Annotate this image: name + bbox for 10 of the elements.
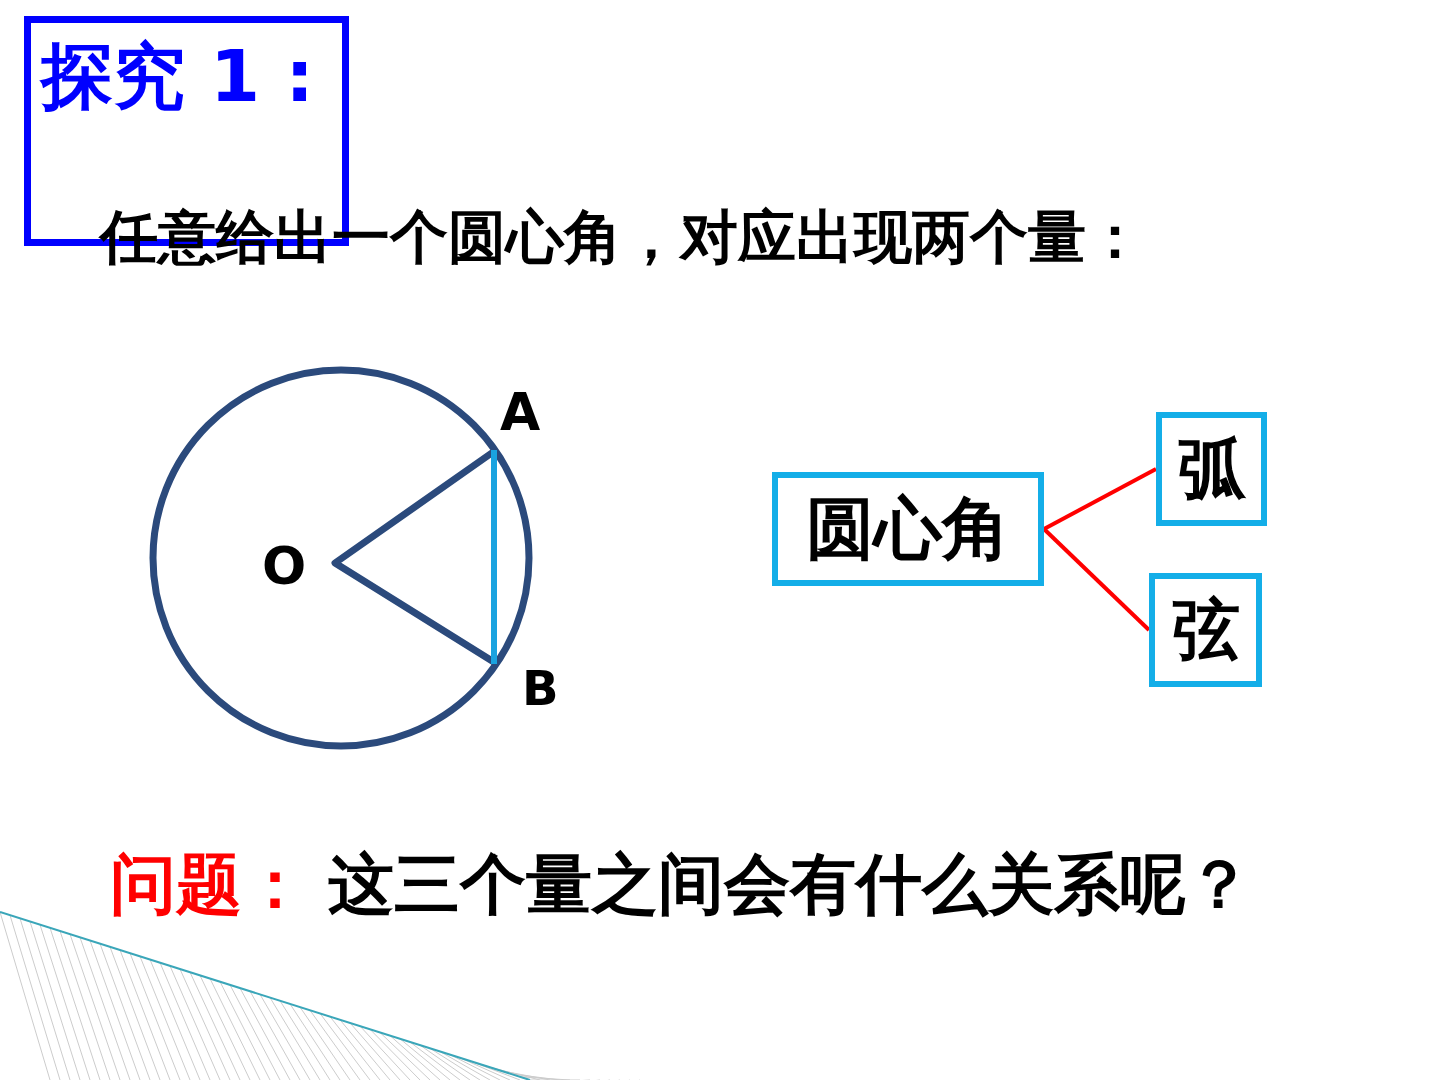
point-label: O	[262, 540, 307, 592]
question-text: 这三个量之间会有什么关系呢？	[328, 852, 1252, 918]
connector-line	[1043, 467, 1157, 531]
connector-line	[1042, 527, 1151, 632]
question-prefix: 问题：	[110, 852, 308, 918]
point-label: A	[500, 386, 541, 438]
concept-box: 弧	[1156, 412, 1267, 526]
concept-box: 圆心角	[772, 472, 1044, 586]
point-label: B	[522, 664, 559, 712]
concept-box: 弦	[1149, 573, 1262, 687]
